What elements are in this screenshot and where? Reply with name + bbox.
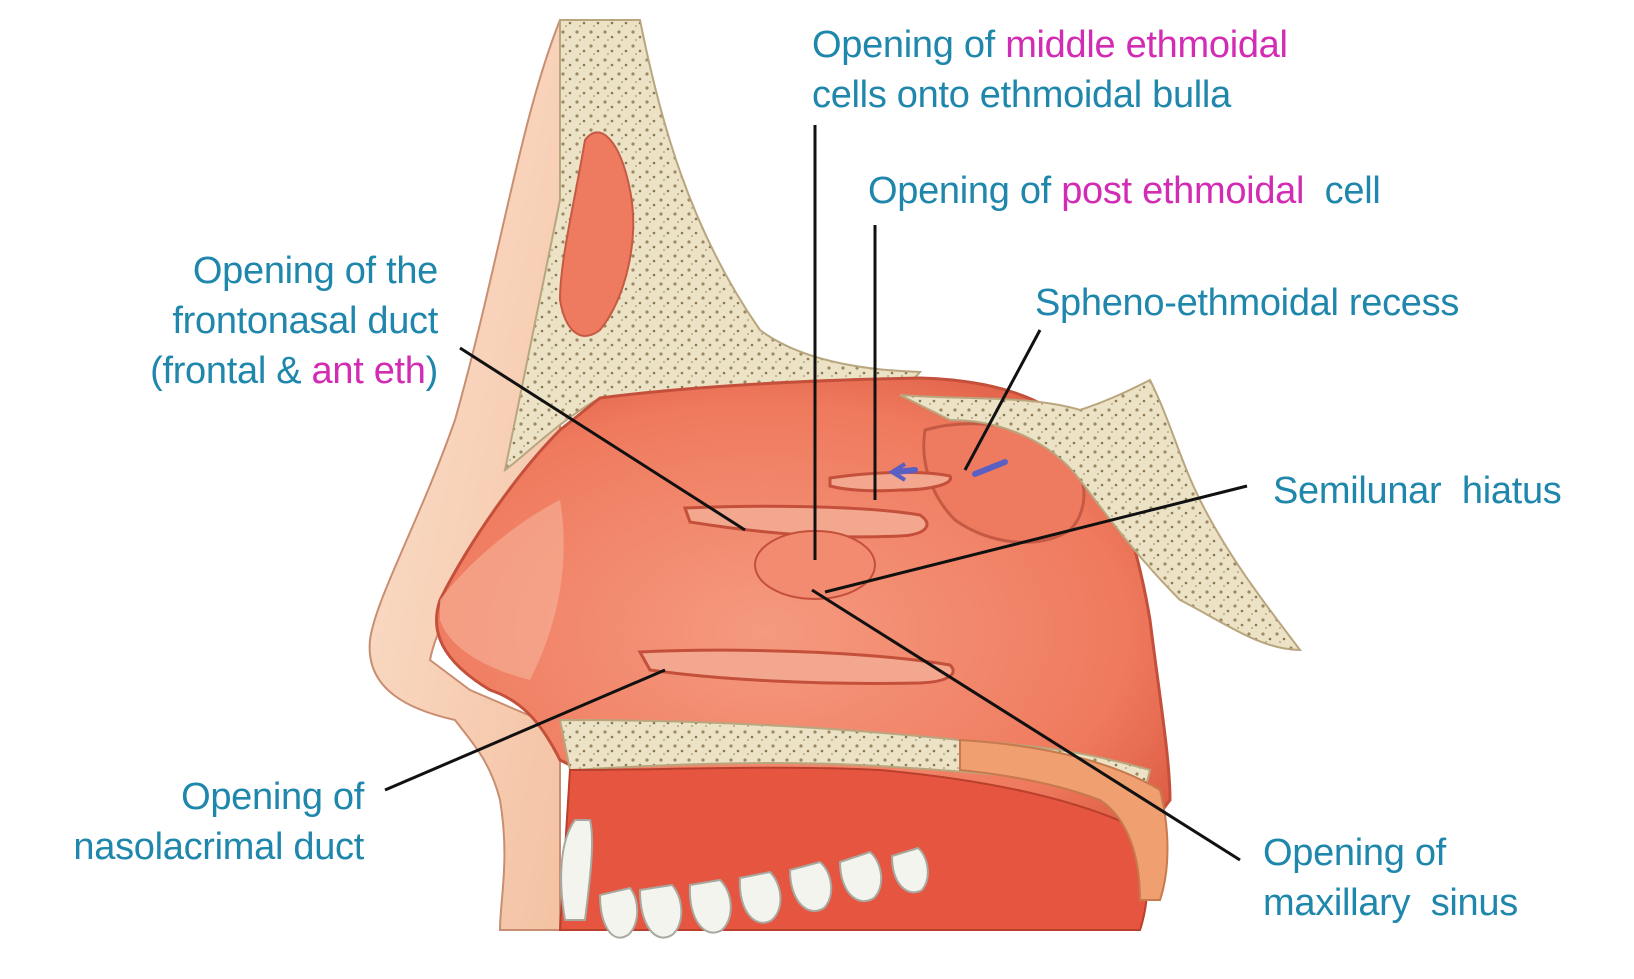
label-maxillary-line2: maxillary sinus xyxy=(1263,878,1518,928)
label-frontonasal-line3-pre: (frontal & xyxy=(150,350,311,392)
superior-turbinate xyxy=(830,472,951,490)
label-semilunar: Semilunar hiatus xyxy=(1273,466,1562,516)
label-maxillary-line1: Opening of xyxy=(1263,828,1518,878)
label-nasolacrimal: Opening of nasolacrimal duct xyxy=(73,772,364,872)
label-maxillary: Opening of maxillary sinus xyxy=(1263,828,1518,928)
label-nasolacrimal-line1: Opening of xyxy=(73,772,364,822)
label-frontonasal-line3-post: ) xyxy=(426,350,438,392)
label-spheno-ethmoidal: Spheno-ethmoidal recess xyxy=(1035,278,1459,328)
label-post-ethmoidal-post: cell xyxy=(1304,170,1380,212)
label-frontonasal-line2: frontonasal duct xyxy=(150,296,438,346)
label-nasolacrimal-line2: nasolacrimal duct xyxy=(73,822,364,872)
label-post-ethmoidal-pre: Opening of xyxy=(868,170,1061,212)
label-middle-ethmoidal: Opening of middle ethmoidal cells onto e… xyxy=(812,20,1288,120)
label-frontonasal: Opening of the frontonasal duct (frontal… xyxy=(150,246,438,396)
label-middle-ethmoidal-highlight: middle ethmoidal xyxy=(1005,24,1287,66)
label-middle-ethmoidal-line2: cells onto ethmoidal bulla xyxy=(812,70,1288,120)
label-middle-ethmoidal-pre: Opening of xyxy=(812,24,1005,66)
label-frontonasal-line1: Opening of the xyxy=(150,246,438,296)
label-post-ethmoidal: Opening of post ethmoidal cell xyxy=(868,166,1380,216)
label-post-ethmoidal-highlight: post ethmoidal xyxy=(1061,170,1304,212)
label-frontonasal-highlight: ant eth xyxy=(312,350,426,392)
